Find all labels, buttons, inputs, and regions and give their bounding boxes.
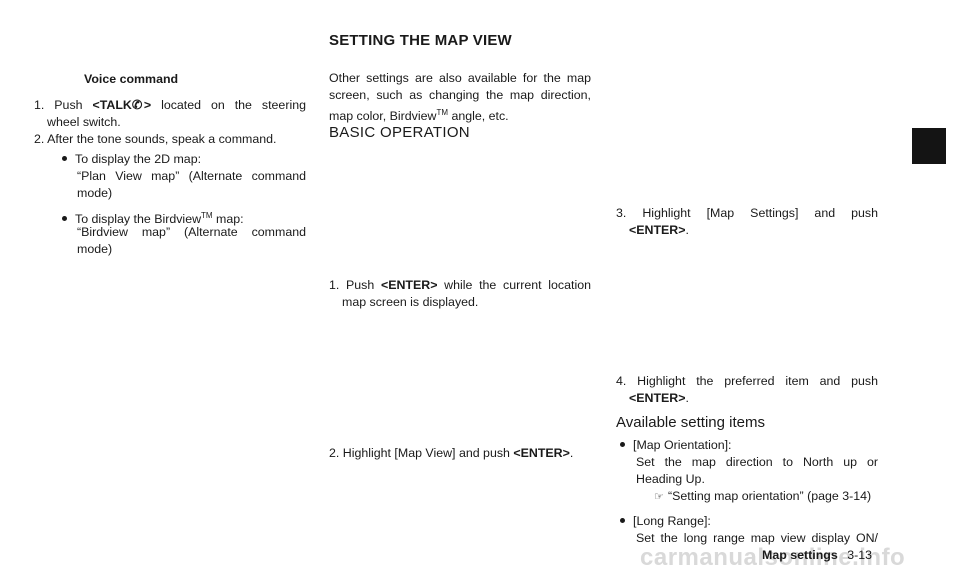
item-map-orientation: [Map Orientation]: bbox=[620, 437, 731, 454]
col2-intro: Other settings are also available for th… bbox=[329, 71, 591, 124]
talk-icon: ✆ bbox=[131, 98, 143, 112]
bullet-dot bbox=[62, 156, 67, 162]
enter-key: <ENTER> bbox=[513, 446, 570, 460]
voice-command-heading: Voice command bbox=[84, 72, 179, 86]
watermark: carmanualsonline.info bbox=[640, 544, 906, 571]
col1-bullet-birdview: To display the BirdviewTM map: bbox=[62, 207, 244, 228]
item-long-range: [Long Range]: bbox=[620, 513, 711, 530]
page-number: 3-13 bbox=[847, 548, 872, 562]
enter-key: <ENTER> bbox=[380, 278, 438, 292]
col1-bullet-2d-quote: “Plan View map” (Alternate command mode) bbox=[77, 169, 306, 200]
reference-icon: ☞ bbox=[654, 491, 664, 503]
item-long-range-desc: Set the long range map view display ON/ bbox=[636, 531, 878, 545]
col1-step2: 2. After the tone sounds, speak a comman… bbox=[34, 132, 277, 146]
talk-key: <TALK bbox=[92, 98, 132, 112]
section-title: SETTING THE MAP VIEW bbox=[329, 32, 512, 49]
bullet-dot bbox=[620, 518, 625, 524]
available-settings-heading: Available setting items bbox=[616, 414, 765, 431]
item-map-orientation-desc: Set the map direction to North up or Hea… bbox=[636, 455, 878, 486]
page-footer: Map settings 3-13 bbox=[762, 548, 872, 562]
col1-step1: 1. Push <TALK✆> located on the steering … bbox=[34, 98, 306, 129]
bullet-dot bbox=[62, 216, 67, 222]
col3-step4: 4. Highlight the preferred item and push… bbox=[616, 374, 878, 405]
col3-step3: 3. Highlight [Map Settings] and push <EN… bbox=[616, 206, 878, 237]
bullet-dot bbox=[620, 442, 625, 448]
chapter-tab-block bbox=[912, 128, 946, 164]
enter-key: <ENTER> bbox=[629, 391, 686, 405]
footer-section: Map settings bbox=[762, 548, 838, 562]
col1-bullet-birdview-quote: “Birdview map” (Alternate command mode) bbox=[77, 225, 306, 256]
basic-operation-heading: BASIC OPERATION bbox=[329, 124, 470, 141]
col2-step2: 2. Highlight [Map View] and push <ENTER>… bbox=[329, 446, 574, 460]
enter-key: <ENTER> bbox=[629, 223, 686, 237]
col2-step1: 1. Push <ENTER> while the current locati… bbox=[329, 278, 591, 309]
item-map-orientation-ref: ☞“Setting map orientation” (page 3-14) bbox=[654, 488, 871, 506]
col1-bullet-2d: To display the 2D map: bbox=[62, 151, 201, 168]
